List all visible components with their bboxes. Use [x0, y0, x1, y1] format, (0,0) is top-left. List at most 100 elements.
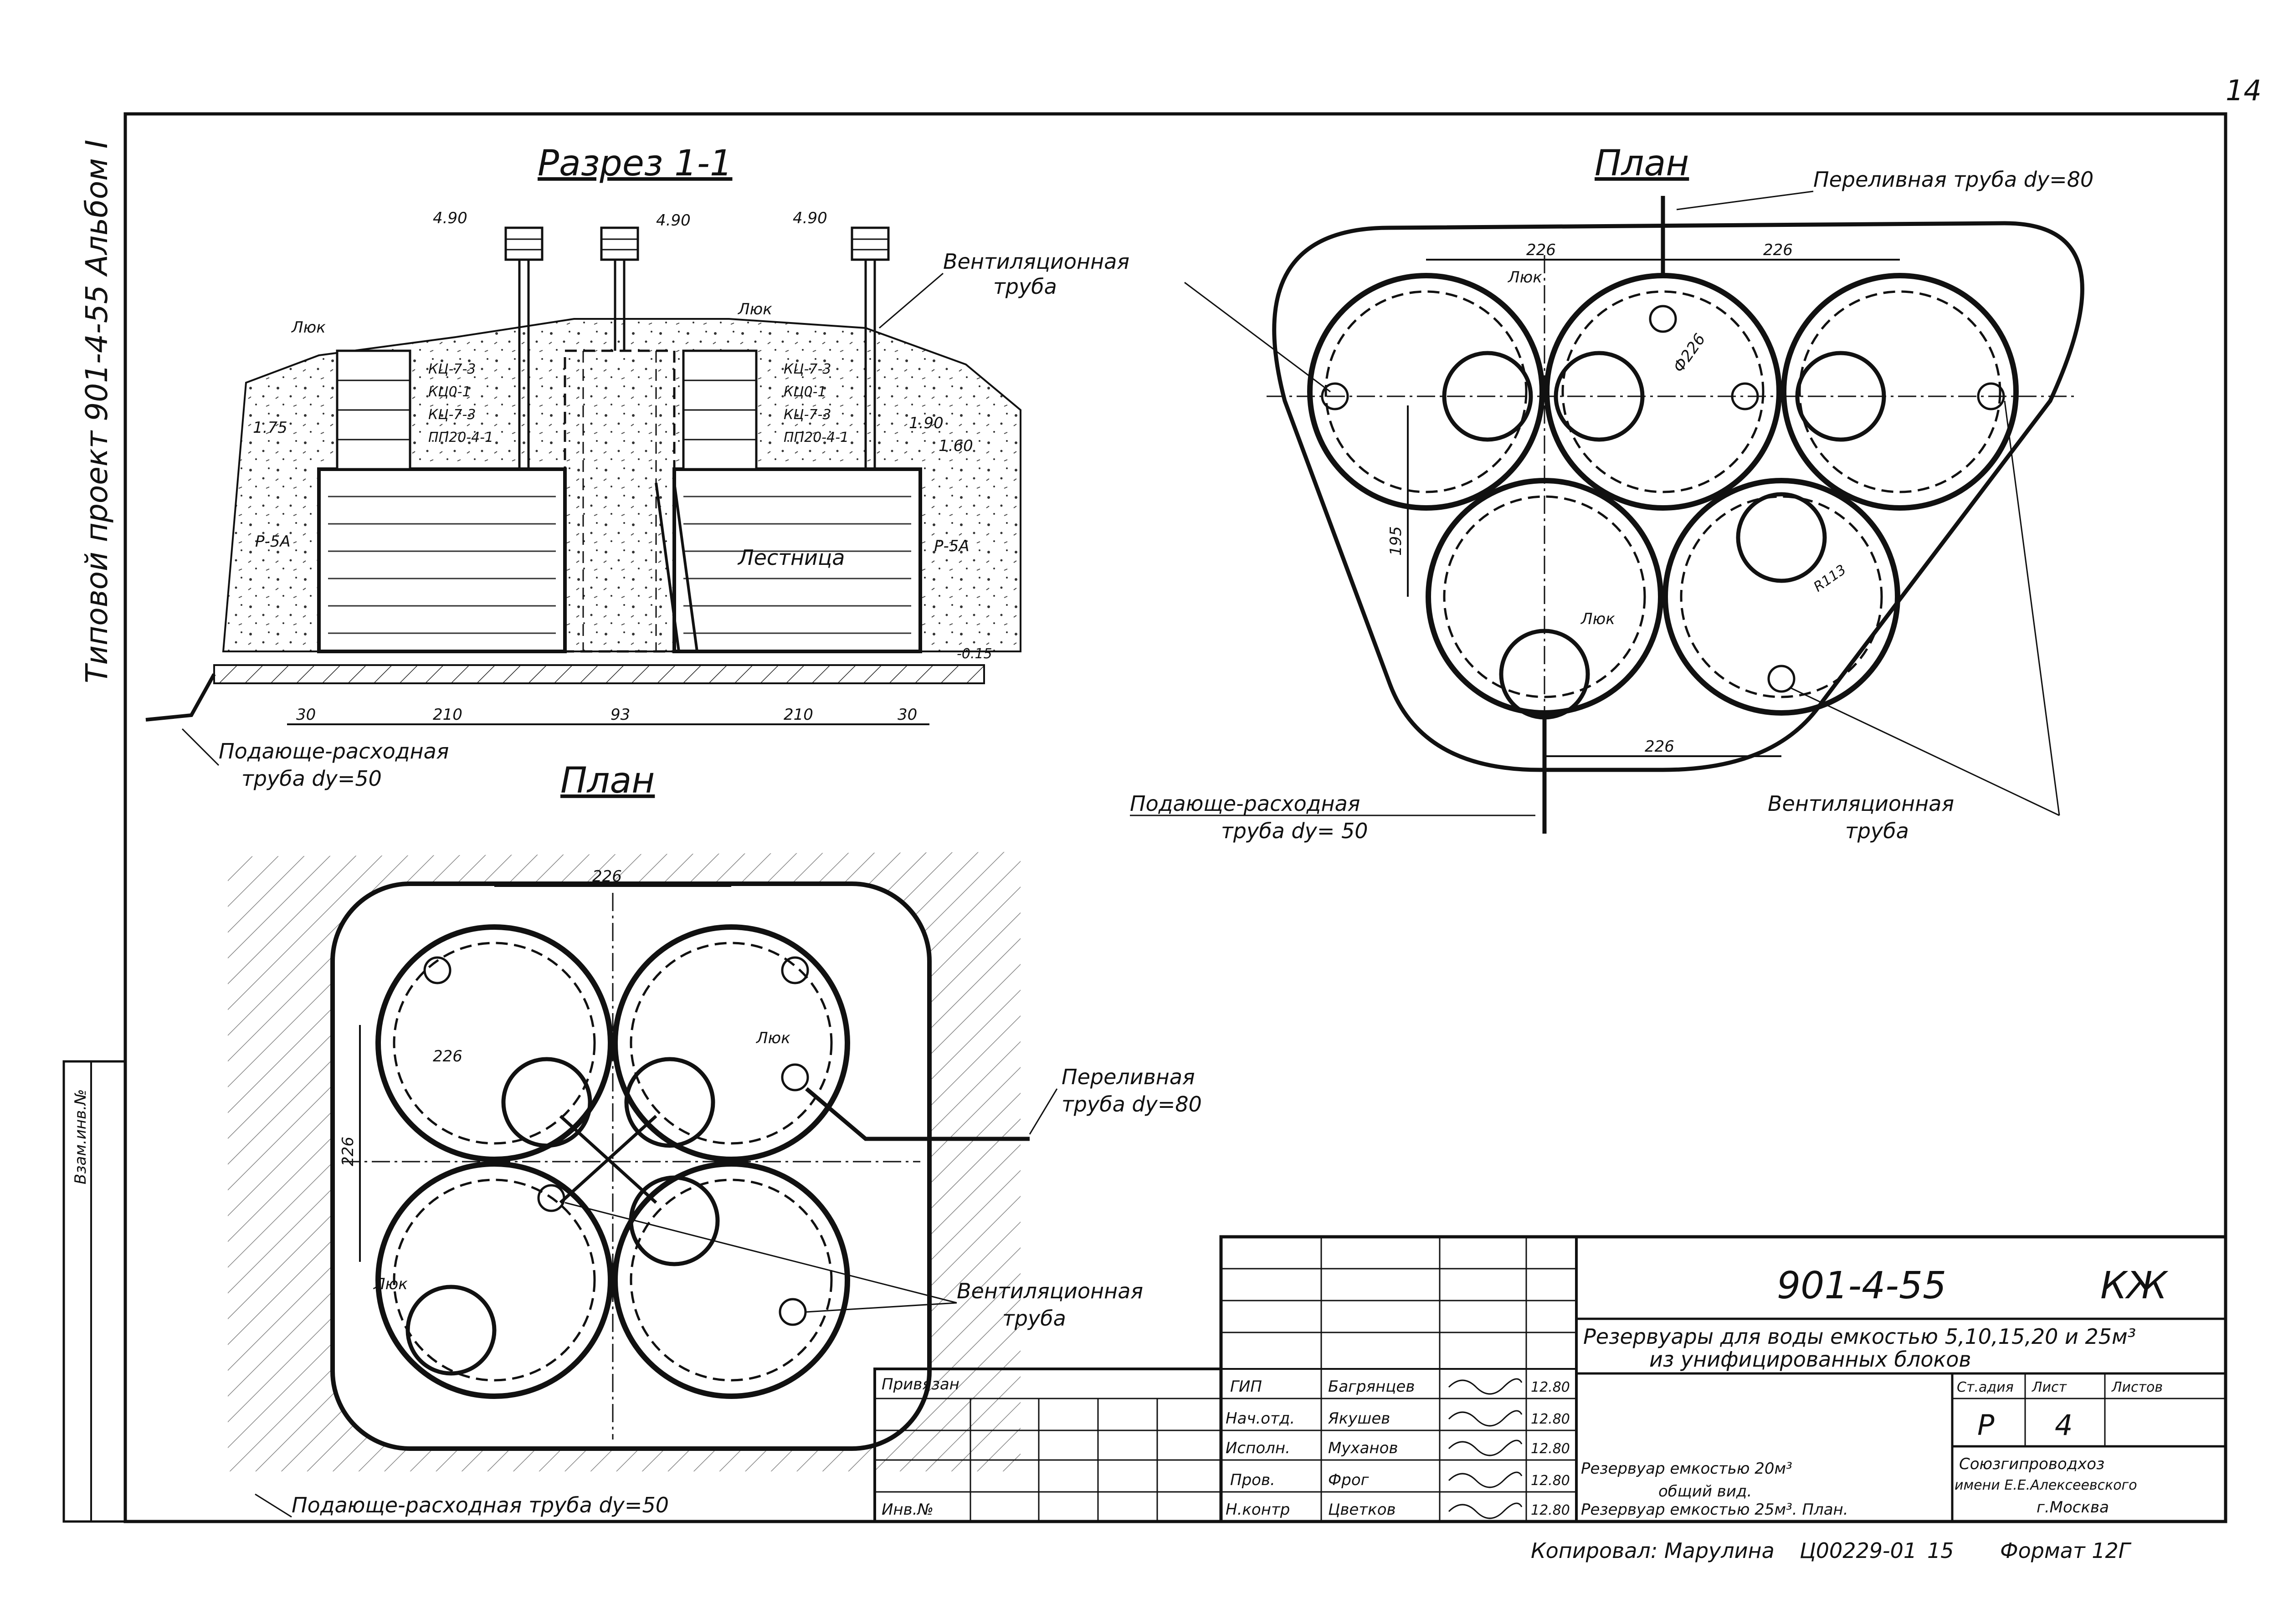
plan-left-dim-top-text: 226	[592, 867, 622, 886]
water-left	[328, 496, 556, 634]
plan-right-hatch-top: Люк	[1507, 268, 1542, 287]
reservoir-left	[317, 467, 567, 653]
plan-left-hatch-1: Люк	[755, 1029, 790, 1047]
org-1: Союзгипроводхоз	[1959, 1455, 2104, 1473]
plan-left-hatch-2: Люк	[373, 1275, 408, 1293]
date-5: 12.80	[1531, 1502, 1570, 1518]
footer-order: Ц00229-01	[1800, 1538, 1917, 1563]
dim-5: 30	[898, 706, 917, 724]
sheets-header: Листов	[2111, 1379, 2163, 1395]
plan-20m3: План	[228, 760, 1202, 1518]
plan-left-overflow-2: труба dу=80	[1062, 1092, 1202, 1117]
ladder-label: Лестница	[737, 545, 845, 570]
role-2: Нач.отд.	[1226, 1409, 1295, 1428]
description-1: Резервуары для воды емкостью 5,10,15,20 …	[1583, 1324, 2136, 1349]
vent-pipe-2	[600, 226, 639, 351]
plan-right-overflow: Переливная труба dу=80	[1813, 167, 2093, 192]
plan-25m3: План	[1130, 143, 2093, 843]
excavation-base	[213, 664, 985, 684]
tank-tl	[375, 924, 613, 1162]
plan-right-supply-2: труба dу= 50	[1221, 819, 1368, 843]
plan-right-supply-1: Подающе-расходная	[1130, 791, 1360, 816]
vent-r5	[1767, 665, 1796, 693]
tank-tr	[612, 924, 850, 1162]
vent-pipe-3	[851, 226, 890, 469]
r5a-left: Р-5А	[255, 533, 291, 551]
sheet-value: 4	[2055, 1409, 2073, 1442]
org-2: имени Е.Е.Алексеевского	[1955, 1477, 2137, 1493]
stage-header: Ст.адия	[1957, 1379, 2014, 1395]
tank-r1	[1307, 273, 1545, 511]
vzam-inv-label: Взам.инв.№	[72, 1089, 90, 1184]
inv-no-label: Инв.№	[882, 1501, 934, 1519]
plan-right-diameter: Ф226	[1670, 330, 1709, 376]
plan-right-outline	[1272, 221, 2084, 772]
date-2: 12.80	[1531, 1411, 1570, 1427]
vent-label-2: труба	[993, 274, 1057, 299]
manhole-r4	[1499, 629, 1590, 720]
sheet-desc-1: Резервуар емкостью 20м³	[1581, 1460, 1792, 1478]
hatch-label-left: Люк	[291, 318, 326, 337]
elev-1: 4.90	[433, 209, 467, 227]
sheet-header: Лист	[2032, 1379, 2068, 1395]
footer-format: Формат 12Г	[2000, 1538, 2132, 1563]
plan-left-supply: Подающе-расходная труба dу=50	[292, 1493, 669, 1517]
central-shaft	[564, 349, 676, 653]
manhole-1	[501, 1057, 592, 1148]
plan-left-dim-side-text: 226	[339, 1137, 357, 1166]
dim-4: 210	[784, 706, 813, 724]
footer-copied: Копировал: Марулина	[1531, 1538, 1775, 1563]
vent-label-1: Вентиляционная	[943, 249, 1129, 274]
plan-right-vent-1: Вентиляционная	[1768, 791, 1954, 816]
ladder-line	[673, 482, 698, 652]
elev-4: 1.75	[253, 419, 287, 437]
supply-pipe-section	[145, 673, 216, 722]
name-2: Якушев	[1328, 1409, 1390, 1428]
plan-right-dim-a: 226	[1526, 241, 1556, 259]
plan-left-overflow-1: Переливная	[1062, 1065, 1195, 1089]
project-code: 901-4-55	[1777, 1264, 1946, 1307]
elev-2: 4.90	[656, 211, 691, 230]
role-1: ГИП	[1230, 1378, 1262, 1396]
hatch-label-right: Люк	[737, 300, 772, 318]
supply-label-2: труба dу=50	[241, 766, 382, 791]
signatures	[1448, 1378, 1523, 1519]
footer-num: 15	[1927, 1538, 1954, 1563]
elev-3: 4.90	[793, 209, 827, 227]
ring-left-1: КЦ-7-3	[428, 361, 476, 377]
section-1-1: Разрез 1-1	[145, 143, 1129, 791]
plan-right-dim-b: 226	[1763, 241, 1793, 259]
plan-right-radius: R113	[1811, 562, 1849, 595]
plan-left-dim-inner-text: 226	[433, 1047, 462, 1066]
vent-r2	[1649, 305, 1677, 333]
tank-r3	[1781, 273, 2019, 511]
ring-left-2: КЦ0-1	[428, 384, 471, 400]
vent-4	[779, 1298, 807, 1326]
tank-connectors	[559, 1115, 657, 1204]
name-4: Фрог	[1328, 1471, 1370, 1489]
manhole-2	[624, 1057, 715, 1148]
date-1: 12.80	[1531, 1379, 1570, 1395]
vent-pipe-1	[504, 226, 544, 469]
vent-5	[781, 1063, 809, 1091]
title-block: Привязан Инв.№ ГИП Нач.отд. Исполн. Пров…	[873, 1235, 2227, 1523]
role-5: Н.контр	[1226, 1501, 1290, 1519]
date-4: 12.80	[1531, 1473, 1570, 1489]
tank-br	[612, 1161, 850, 1399]
plan-left-title: План	[560, 760, 655, 801]
org-3: г.Москва	[2037, 1498, 2109, 1516]
manhole-r5	[1736, 492, 1827, 583]
name-1: Багрянцев	[1328, 1378, 1415, 1396]
elev-7: -0.15	[957, 646, 992, 662]
tank-r2	[1544, 273, 1782, 511]
vent-2	[781, 956, 809, 984]
plan-left-vent-1: Вентиляционная	[957, 1279, 1143, 1303]
overflow-pipe-left	[805, 1087, 1030, 1141]
plan-right-dim-side-text: 195	[1387, 526, 1405, 556]
supply-label-1: Подающе-расходная	[219, 739, 449, 763]
elev-5: 1.90	[909, 414, 944, 432]
stage-value: Р	[1977, 1409, 1995, 1442]
sheet-desc-2: общий вид.	[1658, 1482, 1752, 1501]
manhole-3	[629, 1175, 720, 1266]
